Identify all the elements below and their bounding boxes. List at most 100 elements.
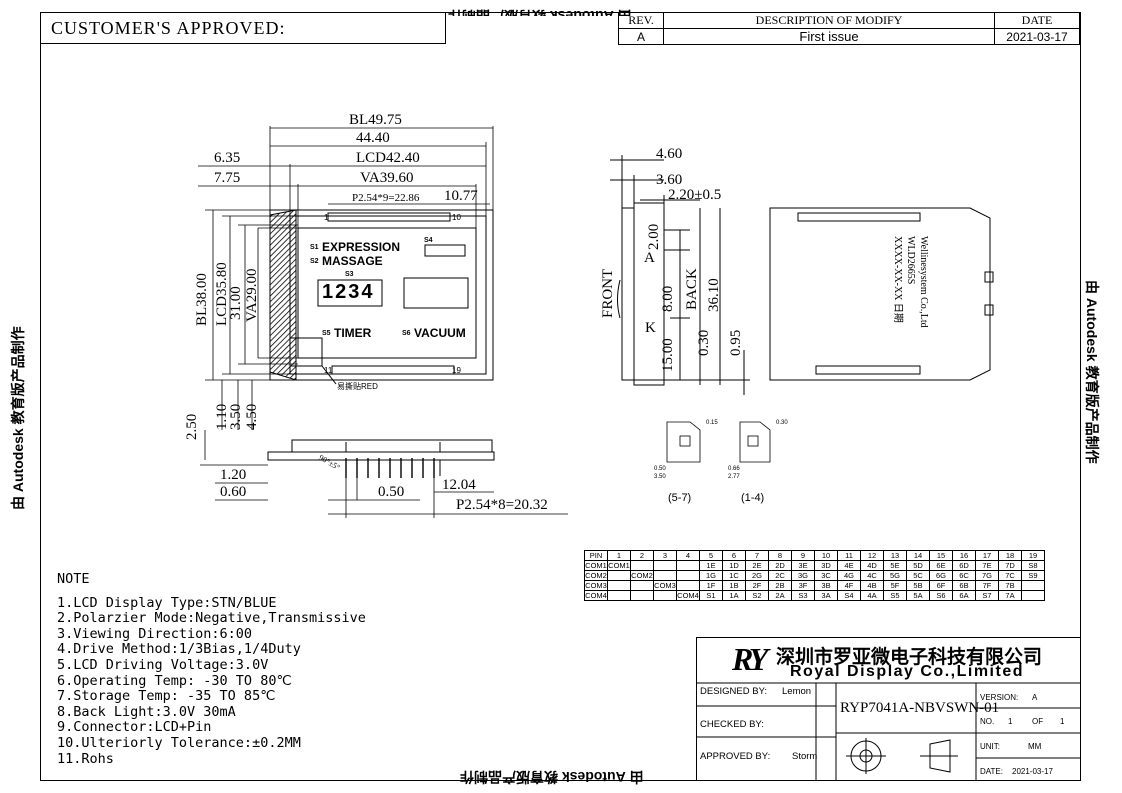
date-label-tb: DATE: xyxy=(980,767,1003,776)
seg-s2: S2 xyxy=(310,258,319,265)
dim-800: 8.00 xyxy=(660,285,676,312)
seg-s6: S6 xyxy=(402,330,411,337)
pin-table-cell: 3A xyxy=(814,590,838,601)
pin-table-cell: S7 xyxy=(975,590,999,601)
peel-leader xyxy=(321,365,337,385)
digit-group-right xyxy=(403,277,469,309)
pin-table-cell: S5 xyxy=(883,590,907,601)
pin-table-cell: 3C xyxy=(814,570,838,581)
designed-label: DESIGNED BY: xyxy=(700,686,768,697)
label-front: FRONT xyxy=(600,268,616,318)
dim-overall: 44.40 xyxy=(356,130,390,146)
pin-table-cell: S9 xyxy=(1021,570,1045,581)
pin-table-cell xyxy=(1021,590,1045,601)
of-value: 1 xyxy=(1060,717,1065,726)
pin-table-cell: 4 xyxy=(676,550,700,561)
dim-460: 4.60 xyxy=(656,146,683,162)
peel-tab xyxy=(289,337,323,367)
dim-pin-pitch: P2.54*9=22.86 xyxy=(352,192,420,204)
digits-left: 1234 xyxy=(322,281,375,303)
pin-table-cell: 5 xyxy=(699,550,723,561)
note-item: 6.Operating Temp: -30 TO 80℃ xyxy=(57,672,292,689)
front-profile xyxy=(267,439,495,476)
pin-table-cell: 8 xyxy=(768,550,792,561)
pin-table-cell: 6B xyxy=(952,580,976,591)
seg-expression: EXPRESSION xyxy=(322,240,401,254)
company-name-en: Royal Display Co.,Limited xyxy=(790,663,1024,680)
date-value-tb: 2021-03-17 xyxy=(1012,767,1053,776)
pin-table-cell: 5E xyxy=(883,560,907,571)
dim-095: 0.95 xyxy=(728,329,744,356)
pin-table-cell: 10 xyxy=(814,550,838,561)
detail-14-b: 2.77 xyxy=(728,474,740,480)
pin-table-cell xyxy=(1021,580,1045,591)
pin-table-cell: 4B xyxy=(860,580,884,591)
pin-table-cell: 3G xyxy=(791,570,815,581)
pin-table-cell: 1A xyxy=(722,590,746,601)
top-pins xyxy=(327,212,451,222)
dim-050: 0.50 xyxy=(378,484,405,500)
front-view xyxy=(198,126,568,518)
pin-table-cell: 5B xyxy=(906,580,930,591)
viewing-area xyxy=(297,227,477,359)
dim-right-offset: 10.77 xyxy=(444,188,478,204)
dim-3610: 36.10 xyxy=(706,278,722,312)
dim-va-width: VA39.60 xyxy=(360,170,414,186)
seg-s3: S3 xyxy=(345,271,354,278)
seg-massage: MASSAGE xyxy=(322,254,383,268)
pin-table-cell: 6D xyxy=(952,560,976,571)
pin-table-cell: 2E xyxy=(745,560,769,571)
pin-table-cell: 3D xyxy=(814,560,838,571)
pin-table-cell: 7 xyxy=(745,550,769,561)
pin-table-cell: 1G xyxy=(699,570,723,581)
side-backlight xyxy=(633,202,665,386)
dim-060: 0.60 xyxy=(220,484,247,500)
note-item: 2.Polarzier Mode:Negative,Transmissive xyxy=(57,610,366,627)
note-item: 3.Viewing Direction:6:00 xyxy=(57,625,253,642)
no-label: NO. xyxy=(980,717,995,726)
pin-table-cell: 2D xyxy=(768,560,792,571)
unit-label: UNIT: xyxy=(980,742,1000,751)
pin-table-cell: 1 xyxy=(607,550,631,561)
notes-title: NOTE xyxy=(57,571,90,587)
label-k: K xyxy=(645,320,656,336)
pin-1-label: 1 xyxy=(324,213,329,222)
no-value: 1 xyxy=(1008,717,1013,726)
pin-table-cell: COM2 xyxy=(584,570,608,581)
pin-table-cell: 14 xyxy=(906,550,930,561)
left-hatch xyxy=(269,209,297,381)
pin-table-cell: COM2 xyxy=(630,570,654,581)
pin-table-cell: 2A xyxy=(768,590,792,601)
pin-11-label: 11 xyxy=(324,366,333,375)
pin-table-cell: S3 xyxy=(791,590,815,601)
note-item: 4.Drive Method:1/3Bias,1/4Duty xyxy=(57,641,301,658)
back-label: Wellinesystem Co.,Ltd WLD2665S XXXX-XX-X… xyxy=(892,236,929,328)
pin-table-cell: 1D xyxy=(722,560,746,571)
side-view xyxy=(610,155,750,395)
detail-57-c: 0.15 xyxy=(706,420,718,426)
detail-57-a: 0.50 xyxy=(654,466,666,472)
pin-table-cell: 5A xyxy=(906,590,930,601)
pin-table-cell: 5G xyxy=(883,570,907,581)
of-label: OF xyxy=(1032,717,1044,726)
lcd-segments xyxy=(317,244,469,309)
pin-table-cell: 3E xyxy=(791,560,815,571)
dim-va-height: VA29.00 xyxy=(244,268,260,322)
label-a: A xyxy=(644,250,655,266)
dim-360: 3.60 xyxy=(656,172,683,188)
pin-table-cell: S1 xyxy=(699,590,723,601)
dim-350: 3.50 xyxy=(228,403,244,430)
pin-table-cell xyxy=(676,570,700,581)
pin-table-cell xyxy=(630,590,654,601)
label-back: BACK xyxy=(684,268,700,310)
seg-s5: S5 xyxy=(322,330,331,337)
pin-table-cell: 6C xyxy=(952,570,976,581)
approved-value: Storm xyxy=(792,751,818,762)
dim-lcd-width: LCD42.40 xyxy=(356,150,420,166)
seg-s1: S1 xyxy=(310,244,319,251)
